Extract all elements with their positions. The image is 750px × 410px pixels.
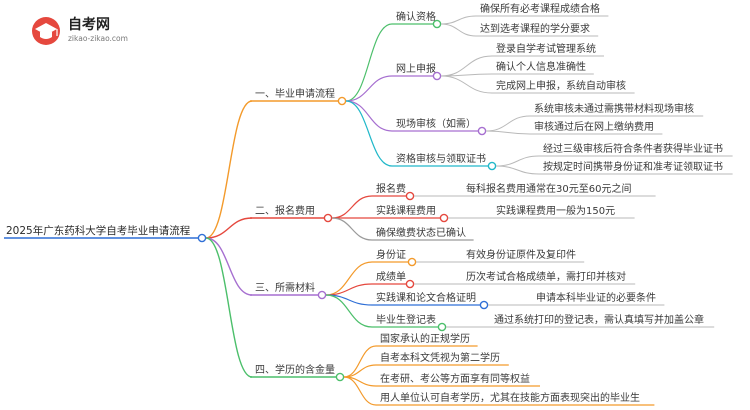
- branch-3-label: 三、所需材料: [255, 281, 315, 294]
- branch-to-topic-connector: [343, 345, 377, 378]
- detail-2-1-1-label: 每科报名费用通常在30元至60元之间: [466, 182, 631, 195]
- logo: 自考网 zikao-zikao.com: [30, 12, 150, 50]
- topic-to-detail-connector: [495, 155, 540, 167]
- branch-to-topic-connector: [343, 376, 377, 406]
- branch-to-topic-connector: [345, 100, 393, 167]
- detail-2-2-1-label: 实践课程费用一般为150元: [496, 204, 615, 217]
- topic-3-2-knob[interactable]: [405, 279, 415, 289]
- branch-to-topic-connector: [343, 364, 377, 378]
- detail-3-2-1-label: 历次考试合格成绩单，需打印并核对: [466, 270, 626, 283]
- topic-3-1-label: 身份证: [376, 248, 406, 261]
- branch-to-topic-connector: [345, 100, 393, 132]
- branch-to-topic-connector: [345, 75, 393, 102]
- root-to-branch-connector: [205, 100, 253, 239]
- branch-1-knob[interactable]: [337, 96, 347, 106]
- topic-3-4-knob[interactable]: [437, 322, 447, 332]
- topic-4-1-label: 国家承认的正规学历: [380, 332, 470, 345]
- detail-1-3-2-label: 审核通过后在网上缴纳费用: [534, 120, 654, 133]
- topic-3-3-label: 实践课和论文合格证明: [376, 291, 476, 304]
- detail-3-3-1-label: 申请本科毕业证的必要条件: [536, 291, 656, 304]
- detail-1-4-2-label: 按规定时间携带身份证和准考证领取证书: [543, 160, 723, 173]
- logo-url: zikao-zikao.com: [68, 34, 128, 43]
- branch-4-label: 四、学历的含金量: [255, 363, 335, 376]
- detail-1-2-3-label: 完成网上申报，系统自动审核: [496, 79, 626, 92]
- topic-to-detail-connector: [485, 115, 531, 132]
- detail-3-1-1-label: 有效身份证原件及复印件: [466, 248, 576, 261]
- topic-2-2-knob[interactable]: [439, 213, 449, 223]
- topic-4-2-label: 自考本科文凭视为第二学历: [380, 351, 500, 364]
- branch-3-knob[interactable]: [317, 290, 327, 300]
- detail-1-2-1-label: 登录自学考试管理系统: [496, 42, 596, 55]
- detail-1-1-1-label: 确保所有必考课程成绩合格: [480, 2, 600, 15]
- topic-3-4-label: 毕业生登记表: [376, 313, 436, 326]
- topic-4-4-label: 用人单位认可自考学历，尤其在技能方面表现突出的毕业生: [380, 391, 640, 404]
- branch-to-topic-connector: [325, 261, 373, 296]
- branch-2-label: 二、报名费用: [255, 204, 315, 217]
- topic-to-detail-connector: [440, 55, 493, 77]
- root-label: 2025年广东药科大学自考毕业申请流程: [6, 224, 191, 237]
- root-to-branch-connector: [205, 217, 253, 239]
- topic-to-detail-connector: [440, 15, 477, 25]
- branch-2-knob[interactable]: [323, 213, 333, 223]
- topic-1-2-knob[interactable]: [432, 71, 442, 81]
- branch-to-topic-connector: [325, 294, 373, 328]
- detail-3-4-1-label: 通过系统打印的登记表，需认真填写并加盖公章: [494, 313, 704, 326]
- branch-to-topic-connector: [345, 23, 393, 102]
- root-knob[interactable]: [197, 233, 207, 243]
- detail-1-4-1-label: 经过三级审核后符合条件者获得毕业证书: [543, 142, 723, 155]
- root-to-branch-connector: [205, 237, 253, 296]
- branch-1-label: 一、毕业申请流程: [255, 87, 335, 100]
- topic-3-3-knob[interactable]: [479, 300, 489, 310]
- topic-3-2-label: 成绩单: [376, 270, 406, 283]
- topic-2-3-label: 确保缴费状态已确认: [376, 226, 466, 239]
- topic-2-2-label: 实践课程费用: [376, 204, 436, 217]
- logo-brand: 自考网: [68, 17, 110, 33]
- root-to-branch-connector: [205, 237, 253, 378]
- topic-to-detail-connector: [440, 75, 493, 94]
- detail-1-3-1-label: 系统审核未通过需携带材料现场审核: [534, 102, 694, 115]
- topic-1-3-label: 现场审核（如需）: [396, 117, 476, 130]
- topic-2-1-label: 报名费: [376, 182, 406, 195]
- topic-1-4-label: 资格审核与领取证书: [396, 152, 486, 165]
- branch-to-topic-connector: [331, 195, 373, 219]
- topic-4-3-label: 在考研、考公等方面享有同等权益: [380, 372, 530, 385]
- detail-1-2-2-label: 确认个人信息准确性: [496, 60, 586, 73]
- topic-2-1-knob[interactable]: [405, 191, 415, 201]
- topic-to-detail-connector: [485, 130, 531, 135]
- branch-4-knob[interactable]: [335, 372, 345, 382]
- topic-1-1-knob[interactable]: [432, 19, 442, 29]
- topic-1-3-knob[interactable]: [477, 126, 487, 136]
- detail-1-1-2-label: 达到选考课程的学分要求: [480, 22, 590, 35]
- branch-to-topic-connector: [331, 217, 373, 241]
- topic-to-detail-connector: [440, 23, 477, 37]
- topic-3-1-knob[interactable]: [407, 257, 417, 267]
- topic-1-1-label: 确认资格: [396, 10, 436, 23]
- topic-to-detail-connector: [495, 165, 540, 175]
- graduation-cap-icon: [32, 17, 60, 45]
- topic-1-4-knob[interactable]: [487, 161, 497, 171]
- topic-1-2-label: 网上申报: [396, 62, 436, 75]
